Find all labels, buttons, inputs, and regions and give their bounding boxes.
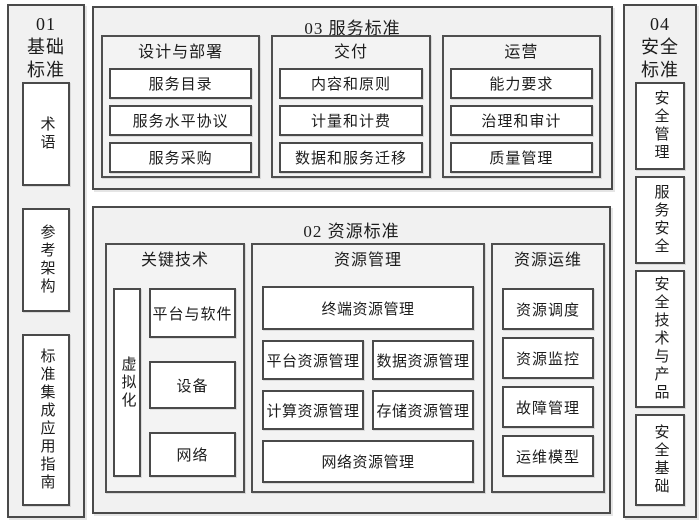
group-resource-operations-title: 资源运维 [513, 252, 582, 269]
box-network-resource-management: 网络资源管理 [262, 440, 474, 483]
box-security-management-label: 安全管理 [652, 90, 669, 162]
security-title-line-2: 标准 [641, 60, 679, 80]
group-resource-management-title: 资源管理 [333, 252, 402, 269]
box-metering-and-billing: 计量和计费 [279, 105, 423, 136]
group-key-technology: 关键技术 虚拟化 平台与软件 设备 网络 [105, 243, 245, 493]
key-technology-items: 平台与软件 设备 网络 [149, 288, 236, 477]
box-reference-architecture-label: 参考架构 [38, 224, 55, 296]
section-security-standards: 04 安全 标准 安全管理 服务安全 安全技术与产品 安全基础 [623, 4, 697, 518]
box-virtualization-label: 虚拟化 [119, 355, 136, 410]
box-security-foundation: 安全基础 [635, 414, 685, 506]
box-service-level-agreement: 服务水平协议 [109, 105, 253, 136]
service-groups-row: 设计与部署 服务目录 服务水平协议 服务采购 交付 内容和原则 计量和计费 数据… [101, 35, 601, 178]
box-computing-resource-management: 计算资源管理 [262, 390, 364, 430]
key-technology-body: 虚拟化 平台与软件 设备 网络 [107, 276, 243, 491]
section-resource-standards: 02 资源标准 关键技术 虚拟化 平台与软件 设备 网络 资源管理 [92, 206, 611, 514]
box-equipment: 设备 [149, 361, 236, 409]
box-governance-and-audit: 治理和审计 [449, 105, 593, 136]
group-resource-management: 资源管理 终端资源管理 平台资源管理 数据资源管理 计算资源管理 存储资源管理 … [251, 243, 485, 493]
box-quality-management: 质量管理 [449, 142, 593, 173]
box-security-management: 安全管理 [635, 82, 685, 170]
box-terminal-resource-management: 终端资源管理 [262, 286, 474, 330]
box-data-resource-management: 数据资源管理 [372, 340, 474, 380]
basic-title-line-number: 01 [36, 14, 56, 34]
box-security-technology-and-products-label: 安全技术与产品 [652, 276, 669, 402]
group-delivery-title: 交付 [333, 44, 368, 61]
box-service-catalog: 服务目录 [109, 68, 253, 99]
box-fault-management: 故障管理 [502, 386, 594, 428]
box-terminology: 术语 [22, 82, 70, 186]
box-capability-requirements: 能力要求 [449, 68, 593, 99]
section-service-standards: 03 服务标准 设计与部署 服务目录 服务水平协议 服务采购 交付 内容和原则 … [92, 6, 613, 190]
group-resource-operations: 资源运维 资源调度 资源监控 故障管理 运维模型 [491, 243, 605, 493]
security-title-line-number: 04 [650, 14, 670, 34]
box-security-technology-and-products: 安全技术与产品 [635, 270, 685, 408]
resource-groups-row: 关键技术 虚拟化 平台与软件 设备 网络 资源管理 终端资源管理 平台资源管 [105, 243, 605, 493]
group-design-deployment-title: 设计与部署 [138, 44, 224, 61]
box-service-procurement: 服务采购 [109, 142, 253, 173]
box-resource-scheduling: 资源调度 [502, 288, 594, 330]
box-standard-integration-guide-label: 标准集成应用指南 [38, 348, 55, 492]
box-operations-model: 运维模型 [502, 435, 594, 477]
box-virtualization: 虚拟化 [113, 288, 141, 477]
group-delivery: 交付 内容和原则 计量和计费 数据和服务迁移 [271, 35, 431, 178]
box-standard-integration-guide: 标准集成应用指南 [22, 334, 70, 506]
group-operations: 运营 能力要求 治理和审计 质量管理 [441, 35, 601, 178]
security-standards-title: 04 安全 标准 [625, 6, 695, 82]
basic-title-line-2: 标准 [27, 60, 65, 80]
security-title-line-1: 安全 [641, 37, 679, 57]
resource-management-grid: 终端资源管理 平台资源管理 数据资源管理 计算资源管理 存储资源管理 网络资源管… [253, 276, 483, 491]
box-resource-monitoring: 资源监控 [502, 337, 594, 379]
box-platform-and-software: 平台与软件 [149, 288, 236, 338]
box-security-foundation-label: 安全基础 [652, 424, 669, 496]
box-service-security-label: 服务安全 [652, 184, 669, 256]
group-design-deployment: 设计与部署 服务目录 服务水平协议 服务采购 [101, 35, 261, 178]
section-basic-standards: 01 基础 标准 术语 参考架构 标准集成应用指南 [7, 4, 85, 518]
box-network: 网络 [149, 432, 236, 477]
basic-standards-title: 01 基础 标准 [9, 6, 83, 82]
group-key-technology-title: 关键技术 [140, 252, 209, 269]
box-storage-resource-management: 存储资源管理 [372, 390, 474, 430]
resource-operations-items: 资源调度 资源监控 故障管理 运维模型 [493, 276, 603, 491]
service-standards-title: 03 服务标准 [304, 19, 401, 38]
group-operations-title: 运营 [504, 44, 539, 61]
basic-title-line-1: 基础 [27, 37, 65, 57]
box-terminology-label: 术语 [38, 116, 55, 152]
box-reference-architecture: 参考架构 [22, 208, 70, 312]
resource-standards-title: 02 资源标准 [303, 222, 400, 241]
box-service-security: 服务安全 [635, 176, 685, 264]
box-data-and-service-migration: 数据和服务迁移 [279, 142, 423, 173]
box-content-and-principles: 内容和原则 [279, 68, 423, 99]
box-platform-resource-management: 平台资源管理 [262, 340, 364, 380]
